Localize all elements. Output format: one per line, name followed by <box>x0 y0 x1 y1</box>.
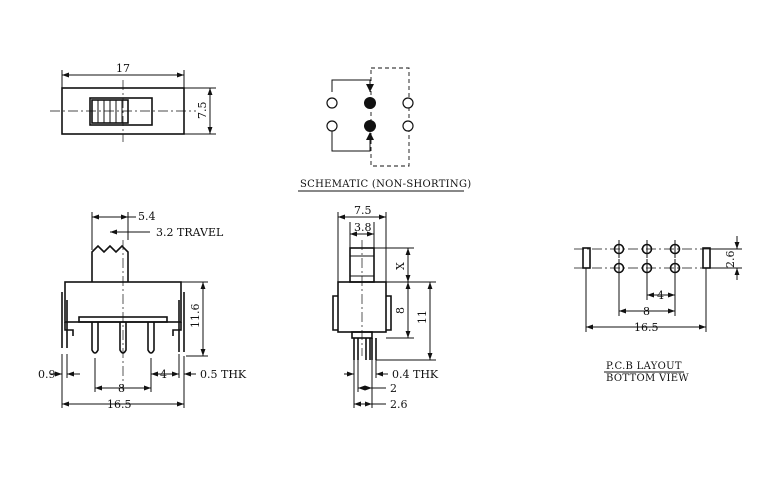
schematic-terminal <box>402 120 414 132</box>
side-total-height-label: 11 <box>416 310 429 324</box>
schematic-terminal <box>326 97 338 109</box>
top-length-label: 17 <box>116 62 130 75</box>
front-pin <box>119 322 127 354</box>
front-thickness-label: 0.5 THK <box>200 368 247 381</box>
schematic-link-bottom <box>331 130 371 152</box>
front-pin-right <box>178 292 185 352</box>
top-view: 17 7.5 <box>50 62 216 142</box>
pin-spacing-label: 4 <box>160 368 167 381</box>
front-view: 5.4 3.2 TRAVEL 11.6 0.9 4 0.5 <box>38 210 247 411</box>
pcb-mid-span-label: 8 <box>643 305 650 318</box>
pin-width-label: 0.9 <box>38 368 56 381</box>
top-height-label: 7.5 <box>196 102 209 120</box>
top-slot <box>89 97 153 126</box>
pcb-caption-line2: BOTTOM VIEW <box>606 373 689 384</box>
schematic-common-terminal <box>364 120 376 132</box>
pcb-pin-pitch-label: 4 <box>657 289 664 302</box>
front-length-label: 16.5 <box>107 398 132 411</box>
side-pin <box>371 338 377 360</box>
pcb-mount-slot-right <box>702 247 711 269</box>
pitch-label: 8 <box>118 382 125 395</box>
front-height-label: 11.6 <box>189 304 202 329</box>
pcb-layout: 2.6 4 8 16.5 P.C.B LAYOUT BOTTOM VIEW <box>574 236 742 384</box>
side-body-height-label: 8 <box>394 307 407 314</box>
side-pin-offset-label: 2 <box>390 382 397 395</box>
schematic-common-terminal <box>364 97 376 109</box>
pcb-mount-slot-left <box>582 247 591 269</box>
front-pin-left <box>61 292 68 348</box>
front-pin <box>147 322 155 354</box>
side-knob-label: 3.8 <box>354 221 372 234</box>
front-knob <box>91 244 129 282</box>
schematic-terminal <box>402 97 414 109</box>
side-pin <box>353 338 359 360</box>
pcb-caption-line1: P.C.B LAYOUT <box>606 361 682 372</box>
front-pin <box>91 322 99 354</box>
pcb-row-spacing-label: 2.6 <box>724 251 737 269</box>
side-pin <box>365 338 371 360</box>
schematic: SCHEMATIC (NON-SHORTING) <box>298 67 471 192</box>
schematic-caption: SCHEMATIC (NON-SHORTING) <box>300 179 471 190</box>
side-thickness-label: 0.4 THK <box>392 368 439 381</box>
pcb-length-label: 16.5 <box>634 321 659 334</box>
travel-label: 3.2 TRAVEL <box>156 226 224 239</box>
side-pin-span-label: 2.6 <box>390 398 408 411</box>
side-view: 7.5 3.8 X 8 11 0.4 T <box>332 204 439 411</box>
schematic-terminal <box>326 120 338 132</box>
side-x-label: X <box>394 262 407 270</box>
side-width-label: 7.5 <box>354 204 372 217</box>
knob-width-label: 5.4 <box>138 210 156 223</box>
schematic-dashed-box <box>370 67 410 167</box>
schematic-link-top <box>331 79 371 92</box>
